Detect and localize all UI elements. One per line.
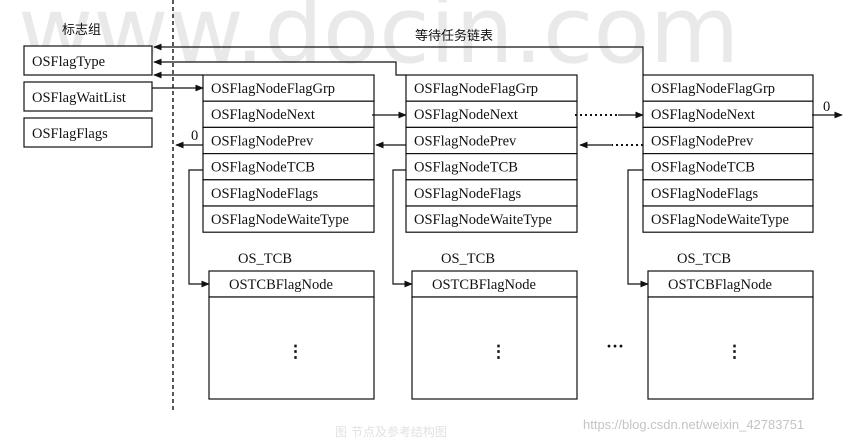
os-tcb-body-box xyxy=(411,296,578,400)
tcb-pointer-2 xyxy=(392,169,413,288)
flag-node-field-label: OSFlagNodeFlagGrp xyxy=(211,81,335,97)
os-tcb-body-box xyxy=(208,296,375,400)
next-null-value: 0 xyxy=(823,99,830,115)
flag-node-field-box xyxy=(642,74,814,102)
os-tcb-vertical-ellipsis: ⋮ xyxy=(726,342,743,361)
flag-node-field-box xyxy=(202,179,375,207)
flag-node-field-label: OSFlagNodeWaiteType xyxy=(414,212,552,228)
os-tcb-title: OS_TCB xyxy=(238,251,292,267)
flag-node-field-label: OSFlagNodeWaiteType xyxy=(211,212,349,228)
flaggrp-pointer-2 xyxy=(153,58,406,76)
os-tcb-vertical-ellipsis: ⋮ xyxy=(490,342,507,361)
prev-null-value: 0 xyxy=(191,128,198,144)
flag-group-field-wait-list xyxy=(23,81,153,112)
flag-group-label-flag-type: OSFlagType xyxy=(32,54,105,70)
flag-node-field-box xyxy=(642,179,814,207)
flag-group-label-wait-list: OSFlagWaitList xyxy=(32,90,126,106)
flag-node-field-box xyxy=(202,100,375,128)
os-tcb-flagnode-label: OSTCBFlagNode xyxy=(668,277,772,293)
flag-node-field-box xyxy=(202,205,375,233)
flag-node-field-label: OSFlagNodeWaiteType xyxy=(651,212,789,228)
os-tcb-flagnode-box xyxy=(647,270,814,298)
flag-node-field-label: OSFlagNodeFlagGrp xyxy=(651,81,775,97)
flag-node-field-label: OSFlagNodeTCB xyxy=(414,160,518,176)
source-url: https://blog.csdn.net/weixin_42783751 xyxy=(583,417,804,432)
tcb-pointer-1 xyxy=(188,169,210,288)
os-tcb-flagnode-box xyxy=(411,270,578,298)
flag-group: OSFlagType OSFlagWaitList OSFlagFlags xyxy=(23,45,153,148)
flag-node-field-box xyxy=(202,74,375,102)
flag-node-field-box xyxy=(642,126,814,155)
flag-group-label-flags: OSFlagFlags xyxy=(32,126,108,142)
flag-node-field-label: OSFlagNodeNext xyxy=(211,107,315,123)
flag-node-list: OSFlagNodeFlagGrpOSFlagNodeNextOSFlagNod… xyxy=(202,74,814,233)
flag-node-field-label: OSFlagNodeNext xyxy=(651,107,755,123)
connectors xyxy=(152,43,843,288)
flag-node-field-label: OSFlagNodeFlags xyxy=(211,186,319,202)
flag-node-field-label: OSFlagNodeTCB xyxy=(211,160,315,176)
flag-node-field-label: OSFlagNodeTCB xyxy=(651,160,755,176)
figure-caption: 图 节点及参考结构图 xyxy=(335,424,447,439)
flag-node-field-box xyxy=(405,126,578,155)
flaggrp-pointer-3 xyxy=(153,43,644,75)
flag-node-field-box xyxy=(405,205,578,233)
os-tcb-flagnode-box xyxy=(208,270,375,298)
flag-node-3: OSFlagNodeFlagGrpOSFlagNodeNextOSFlagNod… xyxy=(642,74,814,233)
flag-group-field-flag-type xyxy=(23,45,153,76)
flag-group-field-flags xyxy=(23,117,153,148)
tcb-list: OS_TCB OSTCBFlagNode ⋮ OS_TCB OSTCBFlagNode ⋮… xyxy=(208,251,814,400)
flag-node-field-label: OSFlagNodePrev xyxy=(414,133,517,149)
flag-node-field-box xyxy=(642,205,814,233)
tcb-pointer-3 xyxy=(627,169,649,288)
flag-node-field-label: OSFlagNodeNext xyxy=(414,107,518,123)
flag-node-field-box xyxy=(642,100,814,128)
os-tcb-vertical-ellipsis: ⋮ xyxy=(287,342,304,361)
flag-node-field-box xyxy=(202,153,375,181)
os-tcb-title: OS_TCB xyxy=(441,251,495,267)
flag-node-2: OSFlagNodeFlagGrpOSFlagNodeNextOSFlagNod… xyxy=(405,74,578,233)
flag-node-1: OSFlagNodeFlagGrpOSFlagNodeNextOSFlagNod… xyxy=(202,74,375,233)
os-tcb-2: OS_TCB OSTCBFlagNode ⋮ xyxy=(411,251,578,400)
flag-node-field-label: OSFlagNodeFlagGrp xyxy=(414,81,538,97)
flag-node-field-box xyxy=(642,153,814,181)
flag-node-field-label: OSFlagNodeFlags xyxy=(414,186,522,202)
os-tcb-flagnode-label: OSTCBFlagNode xyxy=(229,277,333,293)
wait-list-caption: 等待任务链表 xyxy=(415,28,493,44)
flag-group-title: 标志组 xyxy=(62,23,101,38)
os-tcb-flagnode-label: OSTCBFlagNode xyxy=(432,277,536,293)
os-tcb-1: OS_TCB OSTCBFlagNode ⋮ xyxy=(208,251,375,400)
os-tcb-title: OS_TCB xyxy=(677,251,731,267)
tcb-horizontal-ellipsis: ··· xyxy=(606,336,624,356)
os-tcb-body-box xyxy=(647,296,814,400)
flag-node-field-box xyxy=(202,126,375,155)
flag-node-field-label: OSFlagNodeFlags xyxy=(651,186,759,202)
flag-node-field-label: OSFlagNodePrev xyxy=(211,133,314,149)
flag-node-field-label: OSFlagNodePrev xyxy=(651,133,754,149)
os-tcb-3: OS_TCB OSTCBFlagNode ⋮ xyxy=(647,251,814,400)
